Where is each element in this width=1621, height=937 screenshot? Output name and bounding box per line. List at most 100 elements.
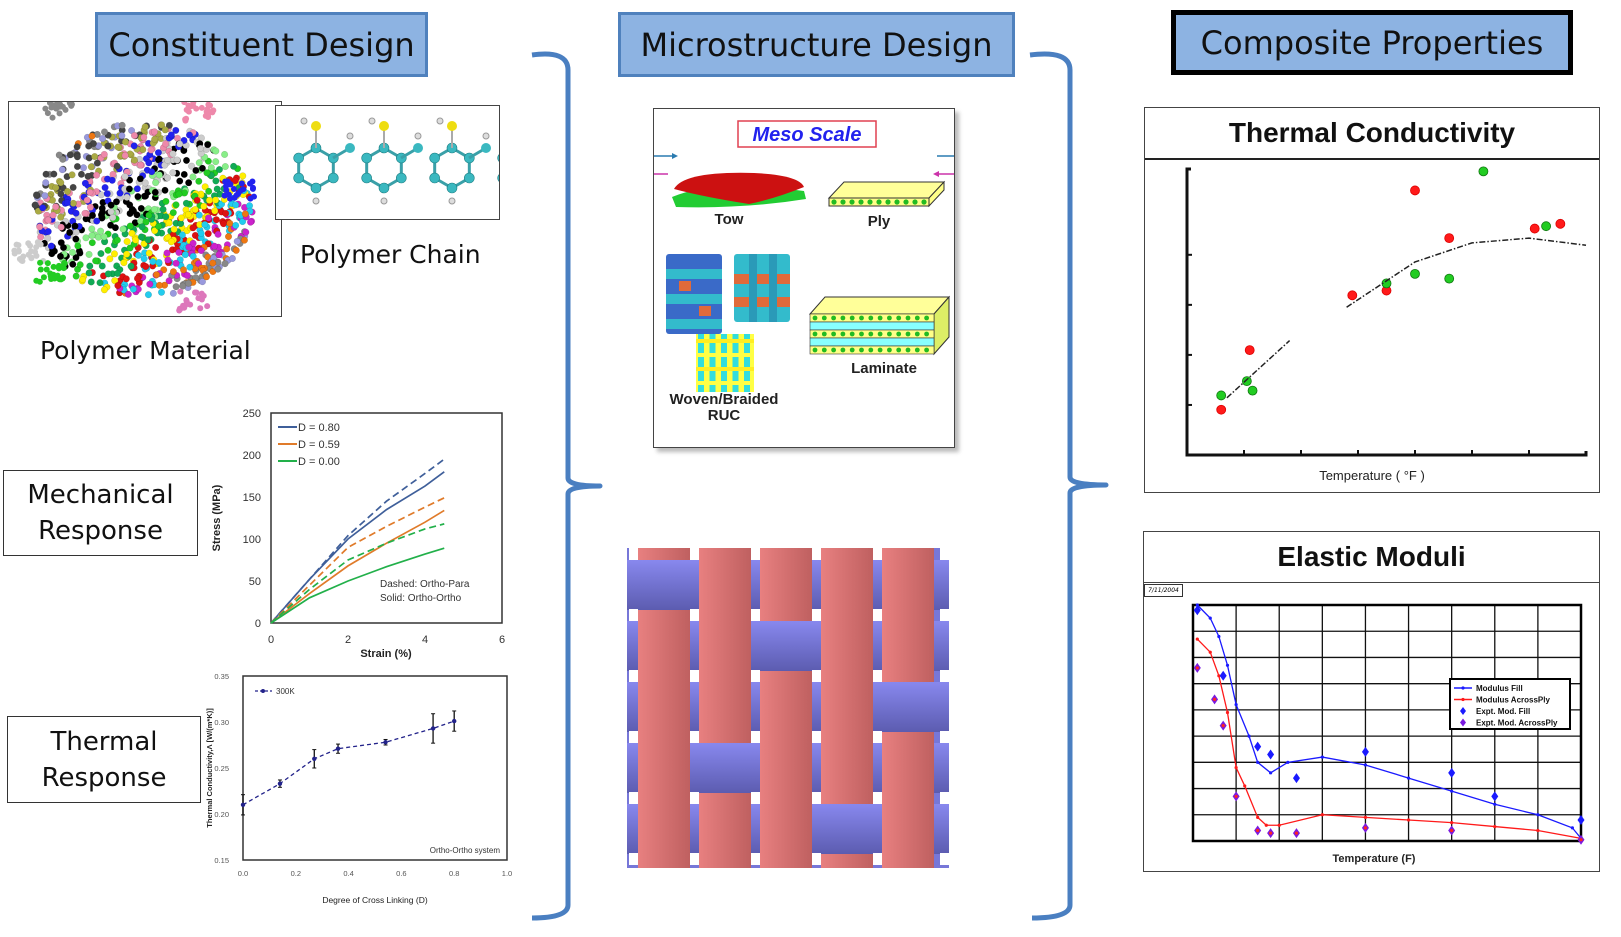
warp-strand xyxy=(638,548,690,560)
polymer-atom xyxy=(150,128,158,136)
ply-fiber-dot xyxy=(921,199,927,205)
polymer-atom xyxy=(212,147,220,155)
polymer-tail-atom xyxy=(40,274,47,281)
polymer-atom xyxy=(126,222,134,230)
polymer-atom xyxy=(197,247,205,255)
polymer-atom xyxy=(125,185,133,193)
polymer-atom xyxy=(185,131,193,139)
polymer-tail-atom xyxy=(198,104,205,111)
emod-line-marker xyxy=(1195,603,1199,607)
emod-plot-frame xyxy=(1191,603,1583,843)
polymer-tail-atom xyxy=(50,263,57,270)
tcomp-point-red xyxy=(1555,218,1566,229)
polymer-atom xyxy=(73,153,81,161)
polymer-atom xyxy=(88,232,96,240)
polymer-atom xyxy=(151,188,159,196)
polymer-atom xyxy=(162,197,170,205)
polymer-tail-atom xyxy=(237,187,244,194)
polymer-atom xyxy=(138,223,146,231)
polymer-atom xyxy=(189,239,197,247)
laminate-fiber-dot xyxy=(859,347,864,353)
stress-ytick: 100 xyxy=(243,534,261,546)
ply-illustration xyxy=(827,180,946,208)
chain-sulfur-atom xyxy=(311,121,321,131)
polymer-atom xyxy=(161,186,169,194)
polymer-atom xyxy=(201,183,209,191)
tow-red-layer xyxy=(674,172,804,204)
polymer-tail-atom xyxy=(250,184,257,191)
polymer-atom xyxy=(134,193,142,201)
meso-title-box xyxy=(737,120,877,148)
polymer-atom xyxy=(164,256,172,264)
polymer-atom xyxy=(63,187,71,195)
polymer-chain-label: Polymer Chain xyxy=(300,240,481,269)
polymer-atom xyxy=(137,204,145,212)
tc-xtick: 0.0 xyxy=(238,869,248,878)
polymer-atom xyxy=(91,153,99,161)
ruc-vertical-strand xyxy=(721,334,727,392)
tcomp-point-red xyxy=(1529,223,1540,234)
laminate-fiber-dot xyxy=(840,315,846,321)
tc-point xyxy=(383,740,388,745)
emod-line-marker xyxy=(1264,823,1268,827)
polymer-atom xyxy=(221,163,229,171)
mechanical-label-line1: Mechanical xyxy=(27,480,174,510)
polymer-atom xyxy=(42,170,50,178)
emod-expt-point-core xyxy=(1294,831,1299,835)
stress-xtick: 4 xyxy=(422,634,428,646)
emod-line-marker xyxy=(1536,828,1540,833)
polymer-atom xyxy=(123,250,131,258)
polymer-atom xyxy=(84,172,92,180)
polymer-atom xyxy=(57,223,65,231)
stress-legend-label: D = 0.59 xyxy=(298,439,340,451)
polymer-atom xyxy=(173,156,181,164)
woven-block-1-illustration xyxy=(666,254,722,334)
polymer-atom xyxy=(144,291,152,299)
polymer-chain-illustration xyxy=(293,117,543,205)
laminate-fiber-dot xyxy=(924,315,929,321)
polymer-atom xyxy=(81,179,89,187)
laminate-fiber-dot xyxy=(877,331,883,337)
polymer-atom xyxy=(118,121,126,129)
elastic-moduli-title: Elastic Moduli xyxy=(1144,532,1599,583)
stress-series-line xyxy=(270,509,445,624)
weave-gap xyxy=(940,792,949,804)
emod-line-marker xyxy=(1234,703,1238,707)
woven-block-2-illustration xyxy=(734,254,790,322)
tc-point xyxy=(452,718,457,724)
chain-carbon-atom xyxy=(293,152,304,164)
emod-line-marker xyxy=(1450,821,1454,825)
emod-line-marker xyxy=(1320,813,1324,817)
polymer-atom xyxy=(150,205,158,213)
polymer-atom xyxy=(73,143,81,151)
laminate-fiber-dot xyxy=(887,315,892,321)
polymer-atom xyxy=(211,207,219,215)
polymer-atom xyxy=(93,217,101,225)
polymer-atom xyxy=(205,214,213,222)
polymer-atom xyxy=(142,218,150,226)
polymer-atom xyxy=(123,238,131,246)
weave-gap xyxy=(751,792,760,804)
polymer-atom xyxy=(107,208,115,216)
chain-carbon-atom xyxy=(413,143,423,153)
polymer-tail-atom xyxy=(44,260,51,267)
tc-annotation: Ortho-Ortho system xyxy=(430,846,501,855)
laminate-illustration xyxy=(808,295,951,356)
warp-strand xyxy=(760,671,812,868)
weave-gap xyxy=(940,670,949,682)
emod-expt-point xyxy=(1193,605,1201,616)
laminate-fiber-dot xyxy=(868,347,874,353)
emod-line-marker xyxy=(1493,824,1497,829)
polymer-atom xyxy=(126,201,134,209)
tc-point xyxy=(335,746,341,751)
mechanical-response-box: Mechanical Response xyxy=(3,470,198,556)
polymer-tail-atom xyxy=(55,265,62,272)
polymer-tail-atom xyxy=(238,180,245,187)
polymer-atom xyxy=(232,201,240,209)
polymer-atom xyxy=(175,190,183,198)
polymer-atom xyxy=(239,172,247,180)
emod-line-marker xyxy=(1269,771,1273,775)
polymer-atom xyxy=(212,177,220,185)
polymer-tail-atom xyxy=(42,105,49,112)
polymer-tail-atom xyxy=(192,289,199,296)
